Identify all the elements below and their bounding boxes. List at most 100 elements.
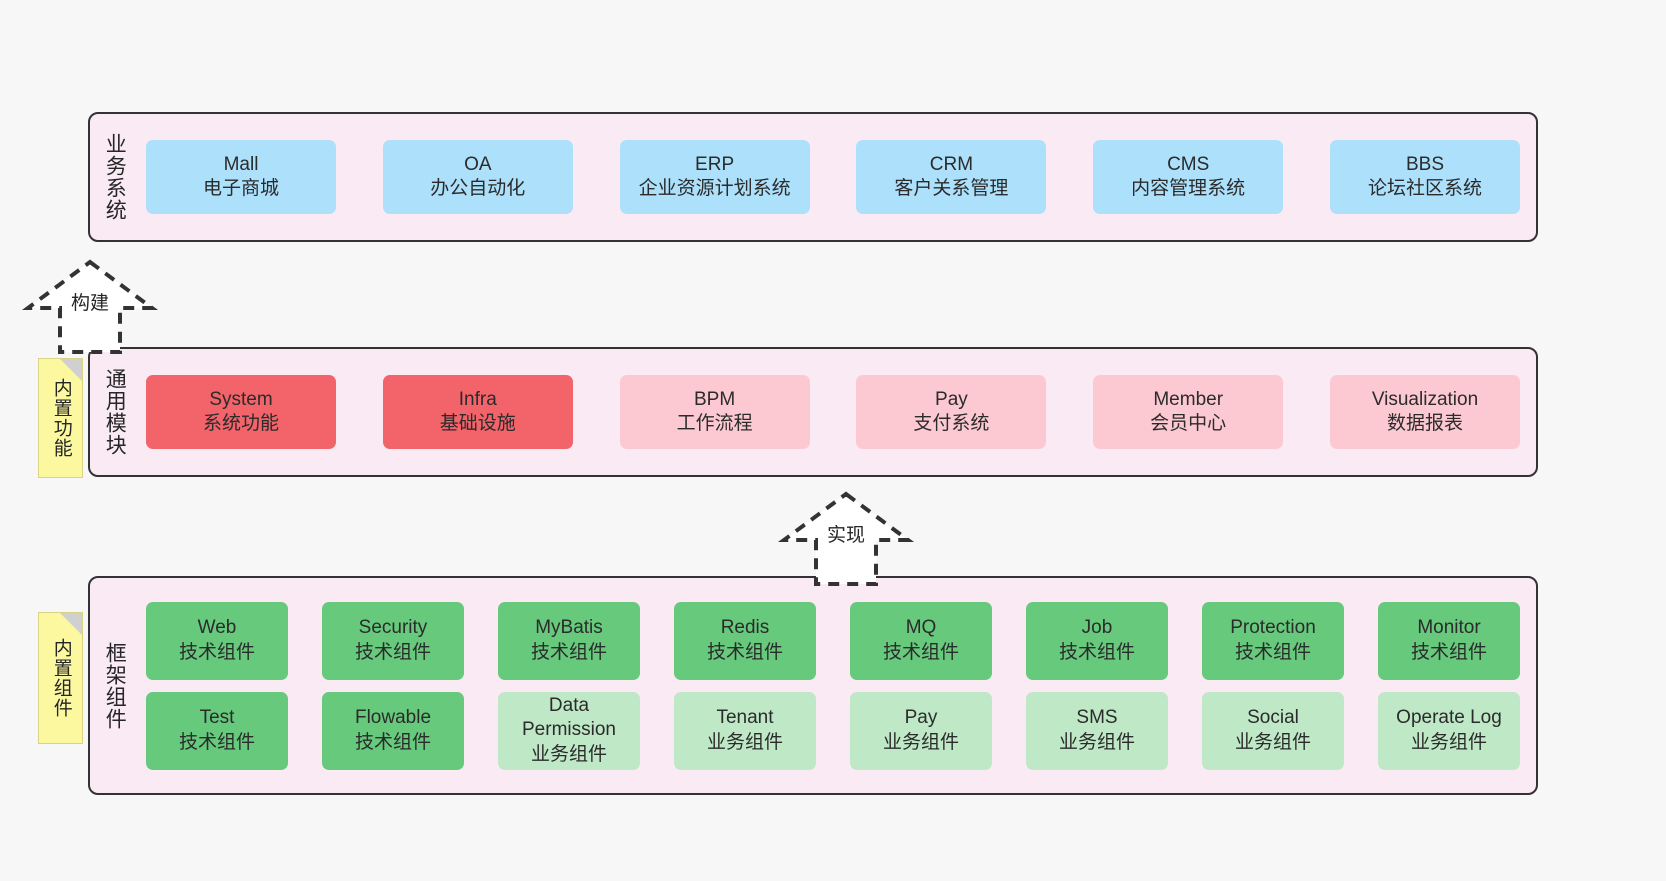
card-title-cn: 技术组件 xyxy=(354,731,431,753)
card-row: Web 技术组件 Security 技术组件 MyBatis 技术组件 Redi… xyxy=(146,601,1520,680)
card-flowable[interactable]: Flowable 技术组件 xyxy=(322,691,464,770)
layer-title-framework-components: 框架组件 xyxy=(103,641,127,730)
card-pay-business[interactable]: Pay 业务组件 xyxy=(850,691,992,770)
note-fold-corner-icon xyxy=(60,359,82,381)
layer-title-common-modules: 通用模块 xyxy=(103,368,127,456)
card-title-en: Web xyxy=(197,617,237,639)
card-row: System 系统功能 Infra 基础设施 BPM 工作流程 Pay 支付系统… xyxy=(146,375,1520,449)
card-title-cn: 支付系统 xyxy=(913,413,990,434)
card-bpm[interactable]: BPM 工作流程 xyxy=(619,375,810,449)
card-title-en: Social xyxy=(1247,707,1299,729)
card-title-en: CRM xyxy=(929,153,974,175)
card-title-en: Job xyxy=(1081,617,1113,639)
card-title-cn: 技术组件 xyxy=(1058,641,1135,663)
layer-common-modules: 通用模块 System 系统功能 Infra 基础设施 BPM 工作流程 Pay… xyxy=(88,347,1538,477)
card-operate-log[interactable]: Operate Log 业务组件 xyxy=(1378,691,1520,770)
card-title-en: Visualization xyxy=(1371,388,1479,410)
card-title-en: Tenant xyxy=(716,707,774,729)
card-title-en: MQ xyxy=(905,617,937,639)
card-title-en: Pay xyxy=(904,707,938,729)
card-title-cn: 技术组件 xyxy=(706,641,783,663)
card-title-cn: 业务组件 xyxy=(1058,731,1135,753)
card-title-cn: 业务组件 xyxy=(530,743,607,765)
card-sms[interactable]: SMS 业务组件 xyxy=(1026,691,1168,770)
card-title-en: Protection xyxy=(1230,617,1316,639)
card-crm[interactable]: CRM 客户关系管理 xyxy=(856,140,1047,214)
layer-body-framework-components: Web 技术组件 Security 技术组件 MyBatis 技术组件 Redi… xyxy=(138,578,1536,793)
card-title-cn: 业务组件 xyxy=(882,731,959,753)
arrow-realize-label: 实现 xyxy=(826,525,865,546)
card-title-cn: 业务组件 xyxy=(1234,731,1311,753)
note-label: 内置功能 xyxy=(50,378,72,458)
card-cms[interactable]: CMS 内容管理系统 xyxy=(1093,140,1284,214)
card-title-en: Redis xyxy=(720,617,770,639)
card-title-cn: 技术组件 xyxy=(882,641,959,663)
card-security[interactable]: Security 技术组件 xyxy=(322,601,464,680)
card-oa[interactable]: OA 办公自动化 xyxy=(382,140,573,214)
card-row: Mall 电子商城 OA 办公自动化 ERP 企业资源计划系统 CRM 客户关系… xyxy=(146,140,1520,214)
card-title-cn: 系统功能 xyxy=(202,413,279,434)
layer-framework-components: 框架组件 Web 技术组件 Security 技术组件 MyBatis 技术组件… xyxy=(88,576,1538,795)
layer-business-system: 业务系统 Mall 电子商城 OA 办公自动化 ERP 企业资源计划系统 CRM… xyxy=(88,112,1538,242)
card-title-cn: 技术组件 xyxy=(178,731,255,753)
card-title-cn: 内容管理系统 xyxy=(1131,178,1246,199)
card-protection[interactable]: Protection 技术组件 xyxy=(1202,601,1344,680)
card-title-cn: 电子商城 xyxy=(202,178,279,199)
card-title-cn: 办公自动化 xyxy=(430,178,526,199)
card-redis[interactable]: Redis 技术组件 xyxy=(674,601,816,680)
arrow-build: 构建 xyxy=(0,256,180,361)
card-title-cn: 业务组件 xyxy=(1410,731,1487,753)
card-test[interactable]: Test 技术组件 xyxy=(146,691,288,770)
card-title-en: CMS xyxy=(1167,153,1210,175)
card-title-cn: 业务组件 xyxy=(706,731,783,753)
card-title-en: Flowable xyxy=(354,707,432,729)
note-label: 内置组件 xyxy=(50,638,72,718)
card-title-en: Infra xyxy=(458,388,497,410)
layer-body-business-system: Mall 电子商城 OA 办公自动化 ERP 企业资源计划系统 CRM 客户关系… xyxy=(138,114,1536,240)
card-title-cn: 技术组件 xyxy=(530,641,607,663)
card-title-cn: 技术组件 xyxy=(178,641,255,663)
card-system[interactable]: System 系统功能 xyxy=(146,375,336,449)
card-title-en: Operate Log xyxy=(1396,707,1502,729)
card-social[interactable]: Social 业务组件 xyxy=(1202,691,1344,770)
card-title-cn: 工作流程 xyxy=(676,413,753,434)
card-visualization[interactable]: Visualization 数据报表 xyxy=(1329,375,1520,449)
card-title-en: ERP xyxy=(695,153,735,175)
card-title-cn: 客户关系管理 xyxy=(894,178,1009,199)
card-title-en: Mall xyxy=(223,153,259,175)
note-builtin-function: 内置功能 xyxy=(38,358,83,478)
card-title-cn: 数据报表 xyxy=(1386,413,1463,434)
card-title-cn: 技术组件 xyxy=(1234,641,1311,663)
card-bbs[interactable]: BBS 论坛社区系统 xyxy=(1329,140,1520,214)
card-title-en: OA xyxy=(464,153,492,175)
arrow-realize-shape xyxy=(777,491,915,586)
card-title-en: Pay xyxy=(935,388,968,410)
card-monitor[interactable]: Monitor 技术组件 xyxy=(1378,601,1520,680)
card-erp[interactable]: ERP 企业资源计划系统 xyxy=(619,140,810,214)
card-title-cn: 技术组件 xyxy=(354,641,431,663)
card-mq[interactable]: MQ 技术组件 xyxy=(850,601,992,680)
card-web[interactable]: Web 技术组件 xyxy=(146,601,288,680)
card-title-en: SMS xyxy=(1076,707,1118,729)
card-title-en: Data Permission xyxy=(522,695,616,741)
card-title-en: System xyxy=(209,388,273,410)
arrow-build-shape xyxy=(21,259,159,354)
card-mall[interactable]: Mall 电子商城 xyxy=(146,140,336,214)
card-title-cn: 基础设施 xyxy=(439,413,516,434)
card-title-en: Test xyxy=(199,707,235,729)
card-mybatis[interactable]: MyBatis 技术组件 xyxy=(498,601,640,680)
card-job[interactable]: Job 技术组件 xyxy=(1026,601,1168,680)
card-infra[interactable]: Infra 基础设施 xyxy=(382,375,573,449)
card-member[interactable]: Member 会员中心 xyxy=(1093,375,1284,449)
card-title-cn: 会员中心 xyxy=(1150,413,1227,434)
card-tenant[interactable]: Tenant 业务组件 xyxy=(674,691,816,770)
card-title-cn: 技术组件 xyxy=(1410,641,1487,663)
card-pay[interactable]: Pay 支付系统 xyxy=(856,375,1047,449)
layer-body-common-modules: System 系统功能 Infra 基础设施 BPM 工作流程 Pay 支付系统… xyxy=(138,349,1536,475)
card-title-en: Security xyxy=(358,617,428,639)
card-title-cn: 企业资源计划系统 xyxy=(638,178,791,199)
card-title-en: MyBatis xyxy=(535,617,603,639)
card-data-permission[interactable]: Data Permission 业务组件 xyxy=(498,691,640,770)
card-title-en: Monitor xyxy=(1417,617,1481,639)
card-title-cn: 论坛社区系统 xyxy=(1367,178,1482,199)
